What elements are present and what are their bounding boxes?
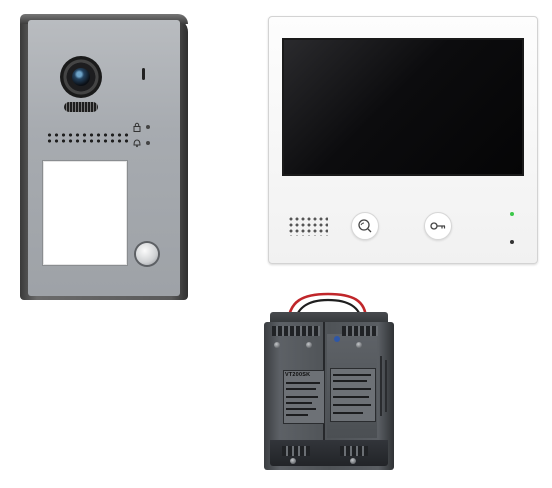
intercom-button[interactable] <box>351 212 379 240</box>
power-led <box>510 240 514 244</box>
monitor-screen <box>282 38 524 176</box>
psu-top-terminals-right <box>342 326 378 336</box>
terminal-screw <box>306 342 312 348</box>
label-text-line <box>333 404 371 406</box>
status-led-green <box>510 212 514 216</box>
call-status-led <box>146 141 150 145</box>
psu-indicator-led <box>334 336 340 342</box>
psu-bottom-terminals-right <box>340 446 368 456</box>
psu-label-right <box>330 368 376 422</box>
label-text-line <box>333 412 363 414</box>
door-bell-icon <box>132 138 142 148</box>
label-text-line <box>333 396 369 398</box>
label-text-line <box>333 388 371 390</box>
psu-side-rib <box>380 356 382 416</box>
name-card-window <box>42 160 128 266</box>
intercom-handset-icon <box>358 219 372 233</box>
camera-lens-icon <box>72 68 90 86</box>
terminal-screw <box>350 458 356 464</box>
psu-top-terminals-left <box>272 326 320 336</box>
key-icon <box>430 222 446 230</box>
psu-side-rib <box>385 360 387 412</box>
monitor-speaker-grille <box>288 216 328 236</box>
psu-bottom-terminals-left <box>282 446 310 456</box>
label-text-line <box>286 402 312 404</box>
speaker-grille <box>46 132 130 144</box>
lock-status-led <box>146 125 150 129</box>
microphone-slot <box>142 68 145 80</box>
label-text-line <box>286 414 308 416</box>
lock-icon <box>132 122 142 132</box>
door-station-hood-top <box>20 14 188 24</box>
label-text-line <box>333 380 367 382</box>
terminal-screw <box>290 458 296 464</box>
label-text-line <box>286 396 318 398</box>
terminal-screw <box>356 342 362 348</box>
terminal-screw <box>274 342 280 348</box>
label-text-line <box>286 382 320 384</box>
label-text-line <box>286 408 316 410</box>
call-button[interactable] <box>136 243 158 265</box>
label-text-line <box>286 388 316 390</box>
unlock-button[interactable] <box>424 212 452 240</box>
psu-model-label: VT200SK <box>285 372 311 378</box>
ir-led-strip <box>64 102 98 112</box>
label-text-line <box>333 374 371 376</box>
